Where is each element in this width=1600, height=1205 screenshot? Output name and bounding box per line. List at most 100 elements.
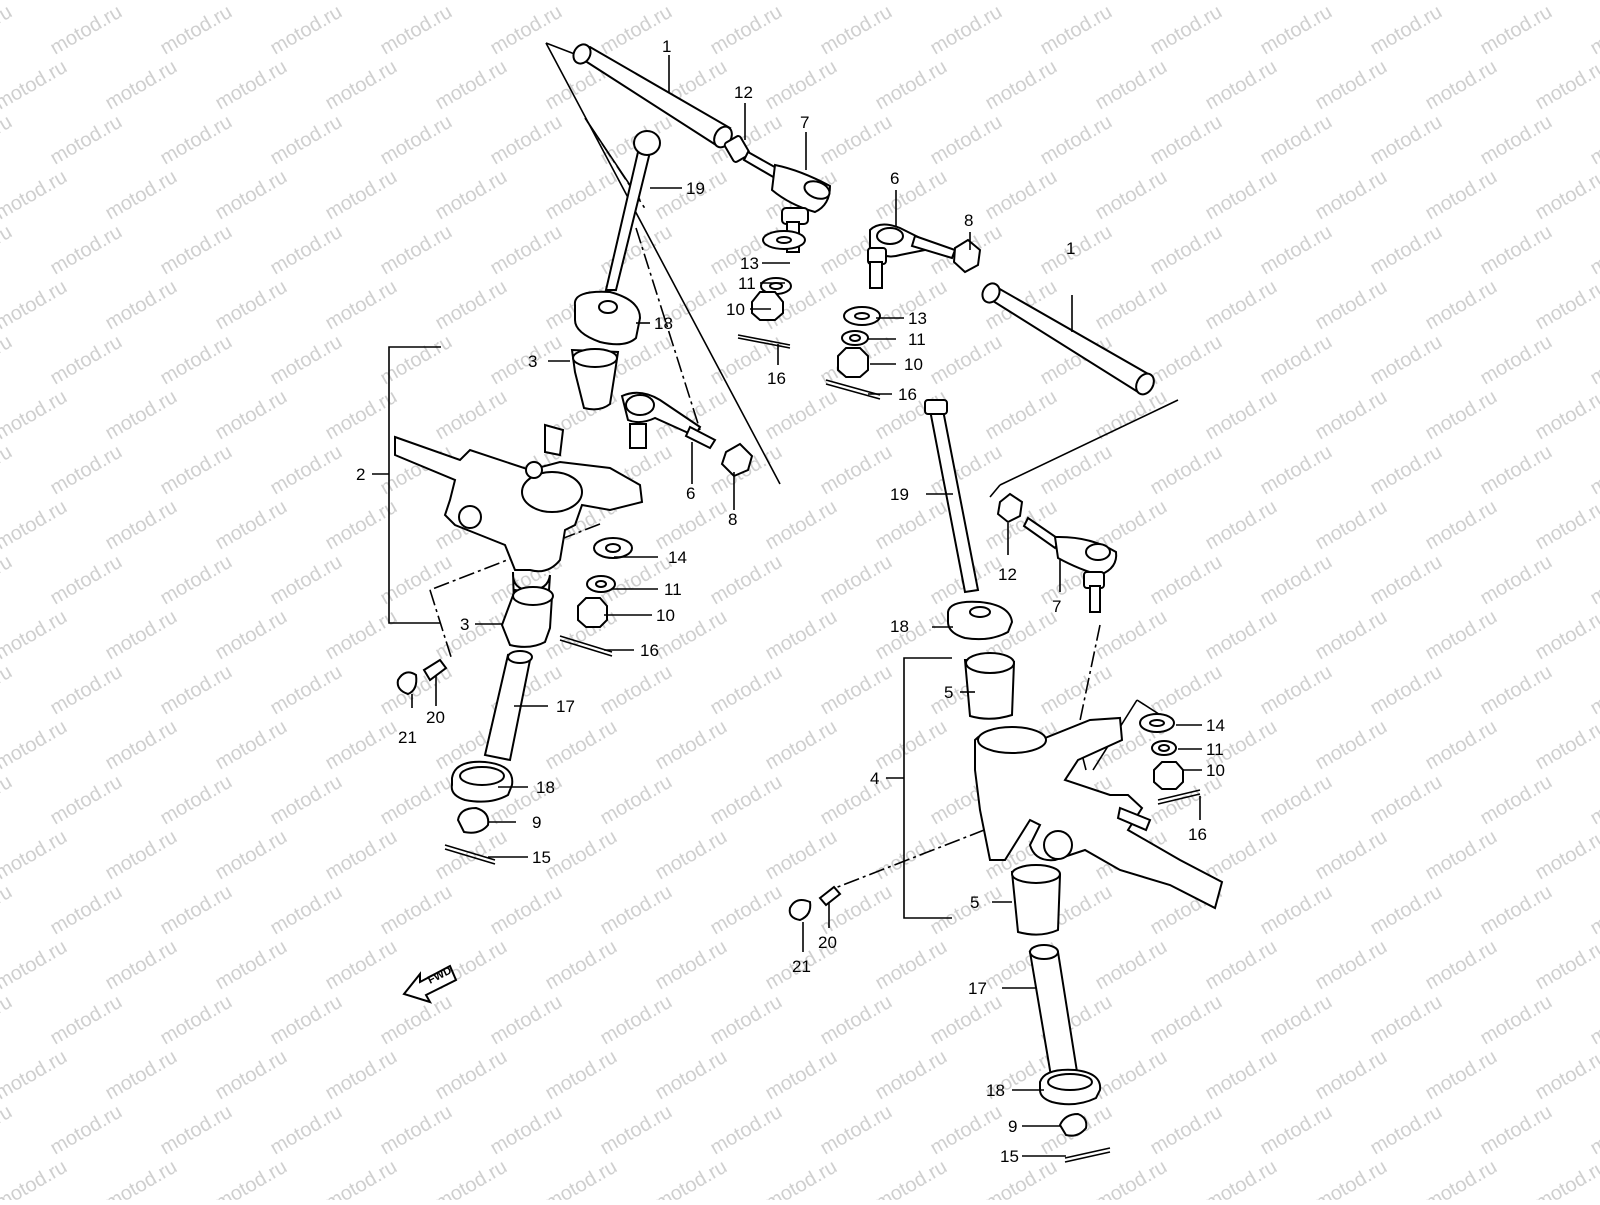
nut-9-right (1060, 1114, 1086, 1136)
watermark-text: motod.ru (0, 0, 71, 4)
watermark-text: motod.ru (1092, 936, 1171, 995)
watermark-text: motod.ru (0, 221, 16, 280)
callout-20: 20 (818, 933, 837, 952)
watermark-text: motod.ru (872, 606, 951, 665)
watermark-text: motod.ru (432, 56, 511, 115)
watermark-text: motod.ru (47, 1, 126, 60)
callout-15: 15 (532, 848, 551, 867)
watermark-text: motod.ru (817, 1101, 896, 1160)
watermark-text: motod.ru (1477, 661, 1556, 720)
watermark-text: motod.ru (47, 221, 126, 280)
watermark-text: motod.ru (817, 441, 896, 500)
watermark-text: motod.ru (652, 716, 731, 775)
lock-nut-12-right (998, 494, 1022, 522)
watermark-text: motod.ru (542, 1046, 621, 1105)
watermark-text: motod.ru (707, 1, 786, 60)
watermark-text: motod.ru (0, 386, 71, 445)
watermark-text: motod.ru (157, 881, 236, 940)
watermark-text: motod.ru (542, 166, 621, 225)
callout-18: 18 (654, 314, 673, 333)
watermark-text: motod.ru (1477, 1101, 1556, 1160)
watermark-text: motod.ru (1257, 1101, 1336, 1160)
callout-7: 7 (1052, 597, 1061, 616)
watermark-text: motod.ru (1367, 331, 1446, 390)
watermark-text: motod.ru (1202, 166, 1281, 225)
watermark-text: motod.ru (1532, 166, 1600, 225)
nut-10-right-2 (1154, 762, 1183, 789)
watermark-text: motod.ru (1477, 221, 1556, 280)
watermark-text: motod.ru (432, 1046, 511, 1105)
watermark-text: motod.ru (322, 1046, 401, 1105)
watermark-text: motod.ru (1477, 1, 1556, 60)
watermark-text: motod.ru (872, 826, 951, 885)
watermark-text: motod.ru (707, 661, 786, 720)
watermark-text: motod.ru (927, 1, 1006, 60)
watermark-text: motod.ru (707, 551, 786, 610)
watermark-text: motod.ru (47, 551, 126, 610)
watermark-text: motod.ru (47, 991, 126, 1050)
watermark-text: motod.ru (47, 331, 126, 390)
watermark-text: motod.ru (377, 771, 456, 830)
watermark-text: motod.ru (1367, 1101, 1446, 1160)
watermark-text: motod.ru (542, 826, 621, 885)
watermark-text: motod.ru (157, 771, 236, 830)
washer-11-right-2 (1152, 741, 1176, 755)
watermark-text: motod.ru (432, 166, 511, 225)
watermark-text: motod.ru (102, 166, 181, 225)
callout-13: 13 (908, 309, 927, 328)
watermark-text: motod.ru (0, 551, 16, 610)
watermark-text: motod.ru (0, 331, 16, 390)
watermark-text: motod.ru (762, 56, 841, 115)
callout-10: 10 (1206, 761, 1225, 780)
watermark-text: motod.ru (0, 1101, 16, 1160)
watermark-text: motod.ru (1147, 221, 1226, 280)
watermark-text: motod.ru (0, 276, 71, 335)
watermark-text: motod.ru (377, 221, 456, 280)
watermark-text: motod.ru (872, 56, 951, 115)
watermark-text: motod.ru (432, 826, 511, 885)
watermark-text: motod.ru (1257, 551, 1336, 610)
watermark-text: motod.ru (322, 166, 401, 225)
watermark-text: motod.ru (0, 716, 71, 775)
watermark-text: motod.ru (542, 1156, 621, 1200)
watermark-text: motod.ru (47, 1101, 126, 1160)
callout-9: 9 (1008, 1117, 1017, 1136)
nut-10-left-2 (578, 598, 607, 627)
watermark-text: motod.ru (47, 771, 126, 830)
watermark-text: motod.ru (267, 111, 346, 170)
callout-7: 7 (800, 113, 809, 132)
watermark-text: motod.ru (212, 496, 291, 555)
callout-5: 5 (944, 683, 953, 702)
watermark-text: motod.ru (1257, 221, 1336, 280)
watermark-text: motod.ru (212, 166, 291, 225)
washer-11-right (842, 331, 868, 345)
callout-16: 16 (767, 369, 786, 388)
watermark-text: motod.ru (487, 111, 566, 170)
callout-9: 9 (532, 813, 541, 832)
watermark-text: motod.ru (1092, 166, 1171, 225)
watermark-text: motod.ru (982, 56, 1061, 115)
callout-14: 14 (1206, 716, 1225, 735)
watermark-text: motod.ru (1587, 331, 1600, 390)
watermark-text: motod.ru (982, 386, 1061, 445)
watermark-text: motod.ru (102, 1046, 181, 1105)
callout-10: 10 (656, 606, 675, 625)
watermark-text: motod.ru (762, 716, 841, 775)
watermark-text: motod.ru (1587, 1, 1600, 60)
watermark-text: motod.ru (102, 936, 181, 995)
watermark-text: motod.ru (1587, 991, 1600, 1050)
callout-10: 10 (726, 300, 745, 319)
callout-18: 18 (986, 1081, 1005, 1100)
watermark-text: motod.ru (982, 166, 1061, 225)
watermark-text: motod.ru (1312, 716, 1391, 775)
watermark-text: motod.ru (1092, 56, 1171, 115)
watermark-text: motod.ru (1147, 1101, 1226, 1160)
watermark-text: motod.ru (1312, 386, 1391, 445)
bushing-5-upper-right (965, 653, 1014, 719)
watermark-text: motod.ru (1147, 661, 1226, 720)
watermark-text: motod.ru (102, 716, 181, 775)
watermark-text: motod.ru (1147, 111, 1226, 170)
watermark-text: motod.ru (1422, 276, 1501, 335)
watermark-text: motod.ru (1422, 936, 1501, 995)
